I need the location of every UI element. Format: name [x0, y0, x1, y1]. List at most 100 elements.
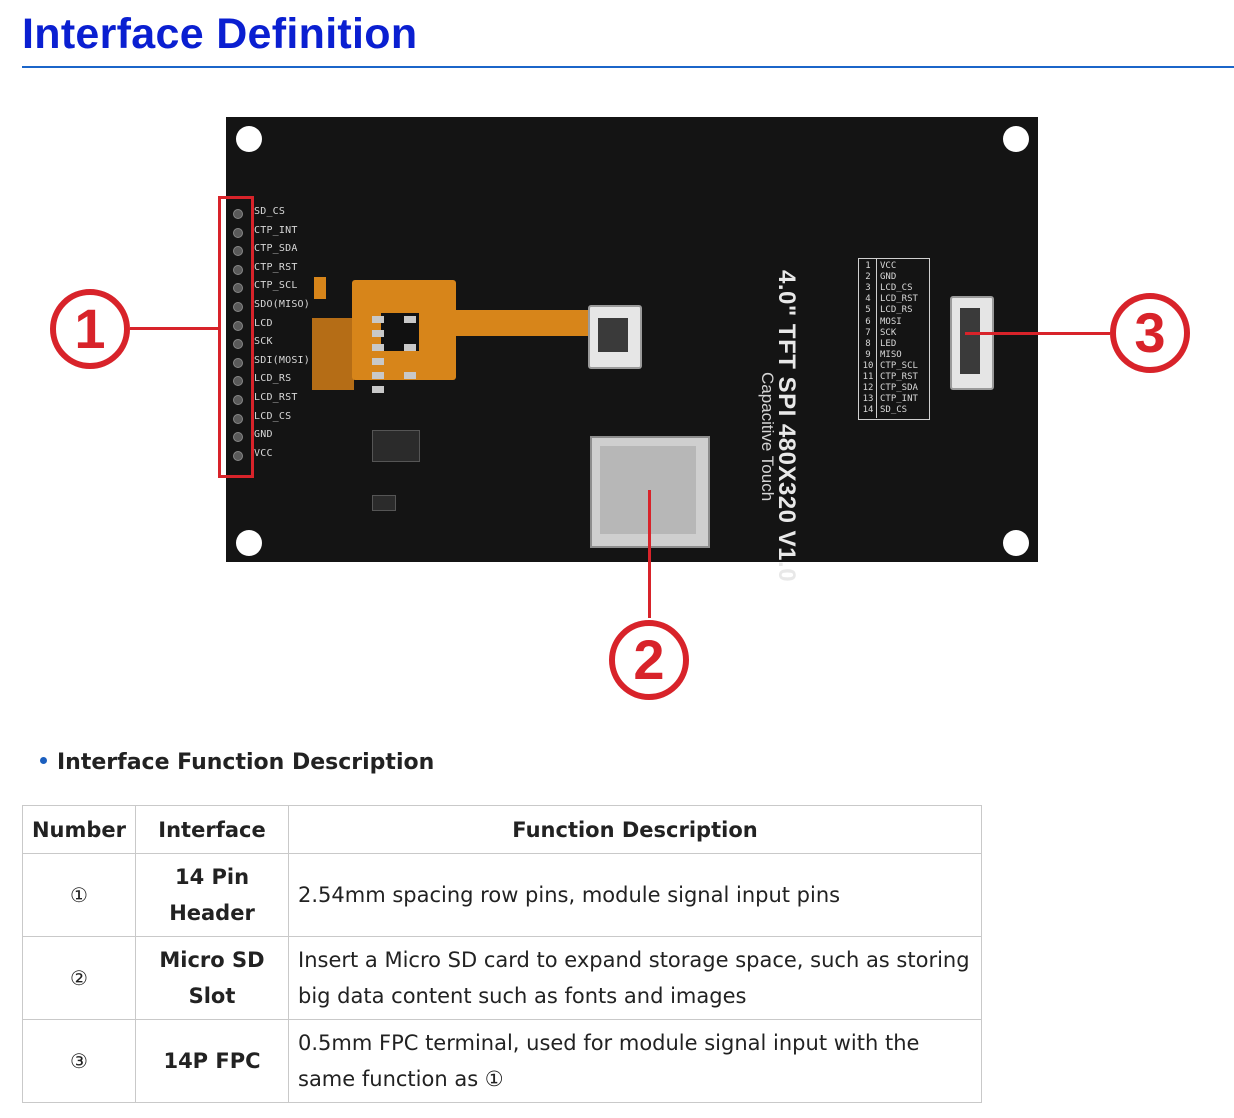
- level-shifter-chip: [372, 430, 420, 462]
- bullet-icon: [40, 756, 47, 764]
- header-number: Number: [22, 805, 136, 854]
- touch-flex-cable-tail: [452, 310, 590, 336]
- callout-3: 3: [1110, 293, 1190, 373]
- fpc-pin-number: 2: [865, 272, 871, 283]
- interface-table: Number Interface Function Description ① …: [22, 805, 982, 1103]
- flex-connector-base: [312, 318, 354, 390]
- fpc-pin-name: CTP_SCL: [880, 360, 918, 371]
- header-pin-label: SDO(MISO): [254, 299, 310, 310]
- header-pin: [233, 376, 243, 387]
- header-pin-label: GND: [254, 429, 273, 441]
- mounting-hole-top-left: [236, 126, 262, 152]
- transistor-q2: [404, 344, 416, 351]
- table-row: ② Micro SD Slot Insert a Micro SD card t…: [22, 936, 982, 1020]
- pin-header-highlight: [218, 196, 254, 478]
- touch-fpc-connector-slot: [598, 318, 628, 352]
- row-number: ③: [22, 1019, 136, 1103]
- fpc-pin-table-divider: [876, 258, 877, 418]
- row-number: ②: [22, 936, 136, 1020]
- fpc-pin-name: CTP_SDA: [880, 383, 918, 394]
- fpc-14p-connector-slot: [960, 308, 980, 374]
- callout-3-leader: [965, 332, 1110, 335]
- mounting-hole-top-right: [1003, 126, 1029, 152]
- touch-fpc-connector: [588, 305, 642, 369]
- callout-2-leader: [648, 490, 651, 618]
- mounting-hole-bottom-left: [236, 530, 262, 556]
- header-pin-label: SCK: [254, 336, 273, 348]
- row-interface: Micro SD Slot: [135, 936, 289, 1020]
- regulator-chip: [372, 495, 396, 511]
- mounting-hole-bottom-right: [1003, 530, 1029, 556]
- table-header-row: Number Interface Function Description: [22, 805, 982, 854]
- fpc-pin-number: 8: [865, 338, 871, 349]
- fpc-pin-name: MOSI: [880, 316, 902, 327]
- row-description: Insert a Micro SD card to expand storage…: [288, 936, 982, 1020]
- fpc-pin-number: 5: [865, 305, 871, 316]
- resistor-r2: [372, 330, 384, 337]
- fpc-pin-name: SD_CS: [880, 405, 908, 416]
- header-pin-label: CTP_RST: [254, 261, 298, 273]
- fpc-pin-number: 10: [862, 360, 874, 371]
- board-subtitle: Capacitive Touch: [758, 372, 777, 502]
- fpc-pin-number: 11: [862, 372, 874, 382]
- fpc-pin-name: VCC: [880, 261, 897, 271]
- fpc-pin-name: LED: [880, 338, 897, 349]
- fpc-pin-name: CTP_INT: [880, 394, 918, 405]
- flex-tab: [314, 277, 326, 299]
- fpc-pin-name: LCD_RST: [880, 294, 918, 305]
- header-pin: [233, 283, 243, 294]
- fpc-pin-number: 1: [865, 261, 871, 271]
- header-pin: [233, 395, 243, 405]
- board-figure: 4.0" TFT SPI 480X320 V1.0 Capacitive Tou…: [0, 100, 1234, 720]
- fpc-pin-name: GND: [880, 272, 897, 283]
- resistor-r1: [372, 316, 384, 323]
- fpc-pin-name: SCK: [880, 327, 897, 338]
- header-pin-label: SDI(MOSI): [254, 354, 310, 366]
- resistor-r3: [372, 344, 384, 351]
- transistor-q3: [404, 372, 416, 379]
- callout-1-leader: [130, 327, 220, 330]
- row-description: 2.54mm spacing row pins, module signal i…: [288, 853, 982, 937]
- header-pin-label: VCC: [254, 447, 273, 459]
- header-pin: [233, 357, 243, 368]
- table-row: ③ 14P FPC 0.5mm FPC terminal, used for m…: [22, 1019, 982, 1103]
- transistor-q1: [404, 316, 416, 323]
- resistor-r5: [372, 372, 384, 379]
- header-pin-label: LCD_RST: [254, 392, 298, 403]
- resistor-r6: [372, 386, 384, 393]
- header-pin: [233, 432, 243, 443]
- section-heading-text: Interface Function Description: [57, 750, 435, 775]
- row-interface: 14P FPC: [135, 1019, 289, 1103]
- header-pin-label: CTP_SCL: [254, 280, 298, 292]
- fpc-pin-number: 7: [865, 327, 871, 338]
- header-pin-label: CTP_SDA: [254, 243, 298, 255]
- header-pin: [233, 246, 243, 257]
- header-function-description: Function Description: [288, 805, 982, 854]
- header-pin: [233, 413, 243, 424]
- fpc-pin-table: [858, 258, 930, 420]
- table-row: ① 14 Pin Header 2.54mm spacing row pins,…: [22, 853, 982, 937]
- fpc-pin-number: 3: [865, 283, 871, 294]
- row-number: ①: [22, 853, 136, 937]
- header-pin: [233, 227, 243, 238]
- fpc-pin-number: 12: [862, 383, 874, 394]
- page-title: Interface Definition: [22, 10, 418, 58]
- section-heading: Interface Function Description: [40, 750, 434, 775]
- row-interface: 14 Pin Header: [135, 853, 289, 937]
- title-divider: [22, 66, 1234, 68]
- header-pin-label: SD_CS: [254, 206, 286, 217]
- header-pin: [233, 339, 243, 350]
- header-pin: [233, 450, 243, 461]
- row-description: 0.5mm FPC terminal, used for module sign…: [288, 1019, 982, 1103]
- callout-2: 2: [609, 620, 689, 700]
- fpc-pin-number: 13: [862, 394, 874, 405]
- header-pin: [233, 302, 243, 312]
- header-pin: [233, 264, 243, 275]
- fpc-pin-name: MISO: [880, 349, 902, 360]
- fpc-pin-name: LCD_CS: [880, 283, 913, 294]
- resistor-r4: [372, 358, 384, 365]
- fpc-pin-name: CTP_RST: [880, 372, 918, 382]
- fpc-pin-number: 9: [865, 349, 871, 360]
- header-pin: [233, 209, 243, 219]
- fpc-pin-number: 6: [865, 316, 871, 327]
